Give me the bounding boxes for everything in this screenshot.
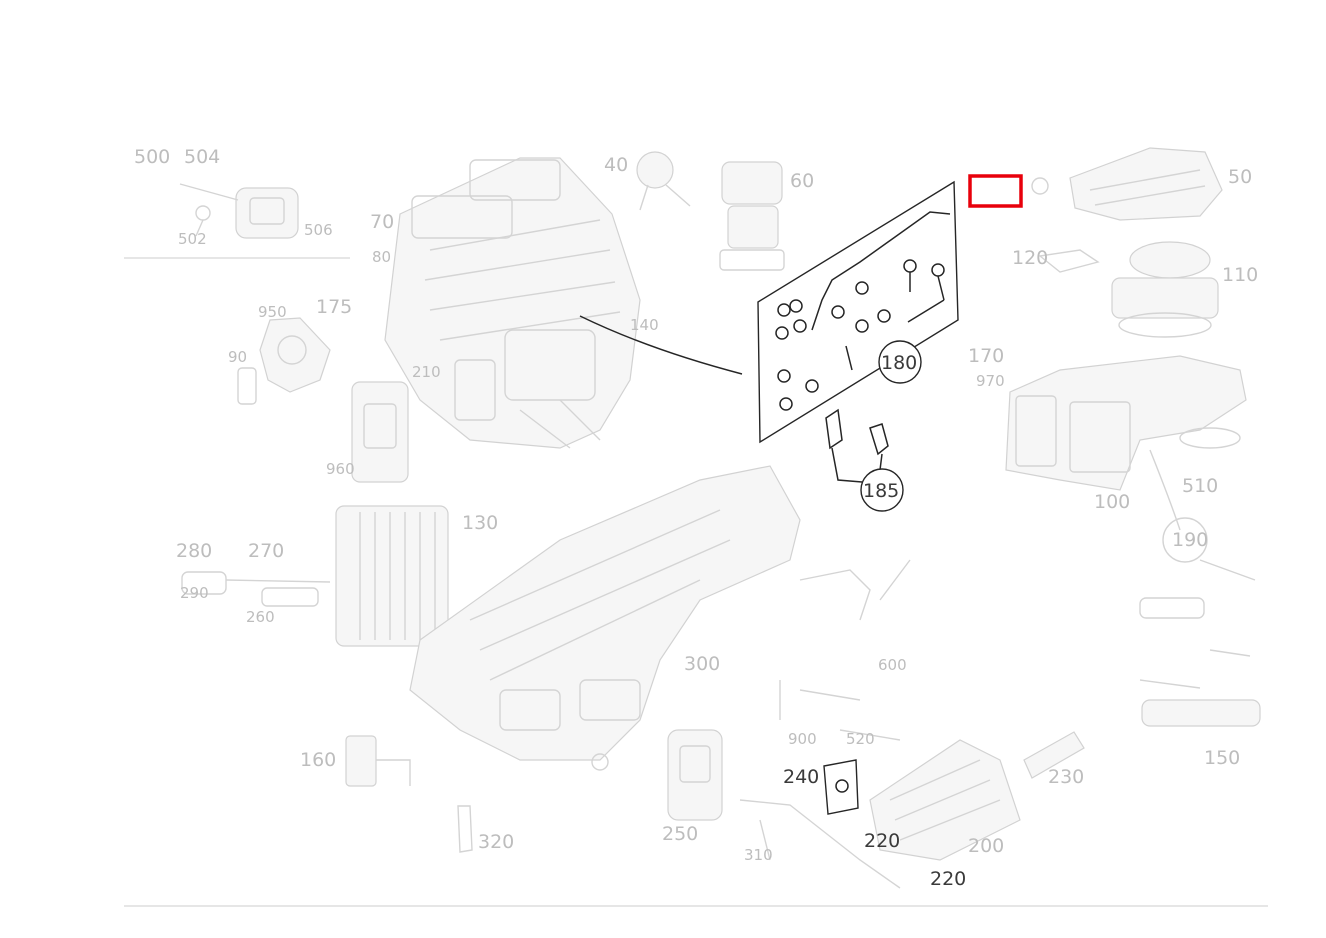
part-inset-valve[interactable]: [179, 183, 299, 239]
label-190: 190: [1172, 529, 1208, 551]
highlight-label: [977, 181, 983, 203]
part-cover-50[interactable]: [1031, 147, 1223, 221]
label-970: 970: [976, 372, 1005, 390]
label-500: 500: [134, 146, 170, 168]
label-510: 510: [1182, 475, 1218, 497]
label-120: 120: [1012, 247, 1048, 269]
part-fittings-280[interactable]: [181, 571, 331, 607]
label-290: 290: [180, 584, 209, 602]
part-transmission[interactable]: [409, 465, 911, 771]
kit-panel-180[interactable]: 180: [757, 180, 959, 444]
label-130: 130: [462, 512, 498, 534]
part-cooler-130[interactable]: [335, 505, 449, 647]
callout-circle-180: [878, 340, 922, 384]
part-cylinder-110[interactable]: [1111, 241, 1219, 338]
kit-gears: [775, 259, 945, 411]
label-260: 260: [246, 608, 275, 626]
label-280: 280: [176, 540, 212, 562]
label-210: 210: [412, 363, 441, 381]
label-300: 300: [684, 653, 720, 675]
label-502: 502: [178, 230, 207, 248]
label-504: 504: [184, 146, 220, 168]
selection-highlight[interactable]: [968, 174, 1023, 208]
label-40: 40: [604, 154, 628, 176]
label-90: 90: [228, 348, 247, 366]
label-320: 320: [478, 831, 514, 853]
callout-label-180: 180: [881, 352, 917, 374]
label-140: 140: [630, 316, 659, 334]
part-actuator-60[interactable]: [719, 161, 785, 271]
label-310: 310: [744, 846, 773, 864]
label-900: 900: [788, 730, 817, 748]
part-pump-250[interactable]: [667, 729, 723, 821]
part-filter-housing[interactable]: [351, 381, 409, 483]
label-250: 250: [662, 823, 698, 845]
label-270: 270: [248, 540, 284, 562]
label-160: 160: [300, 749, 336, 771]
label-200: 200: [968, 835, 1004, 857]
label-220-a: 220: [864, 830, 900, 852]
label-170: 170: [968, 345, 1004, 367]
label-110: 110: [1222, 264, 1258, 286]
part-upper-block[interactable]: [384, 157, 641, 449]
part-bracket-120[interactable]: [1038, 249, 1100, 273]
label-240: 240: [783, 766, 819, 788]
part-pump[interactable]: [237, 317, 331, 405]
label-70: 70: [370, 211, 394, 233]
label-100: 100: [1094, 491, 1130, 513]
label-60: 60: [790, 170, 814, 192]
label-230: 230: [1048, 766, 1084, 788]
label-506: 506: [304, 221, 333, 239]
label-50: 50: [1228, 166, 1252, 188]
label-600: 600: [878, 656, 907, 674]
part-sensor-40[interactable]: [636, 151, 691, 211]
label-960: 960: [326, 460, 355, 478]
part-pipes-310[interactable]: [739, 680, 901, 889]
label-80: 80: [372, 248, 391, 266]
kit-pointer-line: [579, 315, 743, 375]
label-520: 520: [846, 730, 875, 748]
label-150: 150: [1204, 747, 1240, 769]
part-valve-body-200[interactable]: [869, 739, 1021, 861]
part-solenoid-230[interactable]: [1023, 731, 1085, 779]
label-220-b: 220: [930, 868, 966, 890]
label-950: 950: [258, 303, 287, 321]
callout-label-185: 185: [863, 480, 899, 502]
label-175: 175: [316, 296, 352, 318]
part-bracket-160[interactable]: [345, 735, 411, 787]
callout-circle-185: [860, 468, 904, 512]
part-clip-320[interactable]: [457, 805, 473, 853]
kit-clips-185[interactable]: 185: [825, 408, 904, 512]
part-springs-right[interactable]: [1139, 597, 1261, 727]
part-hose-190[interactable]: [1149, 449, 1256, 581]
part-housing-100[interactable]: [1005, 355, 1247, 491]
part-gasket-240[interactable]: [823, 759, 859, 815]
